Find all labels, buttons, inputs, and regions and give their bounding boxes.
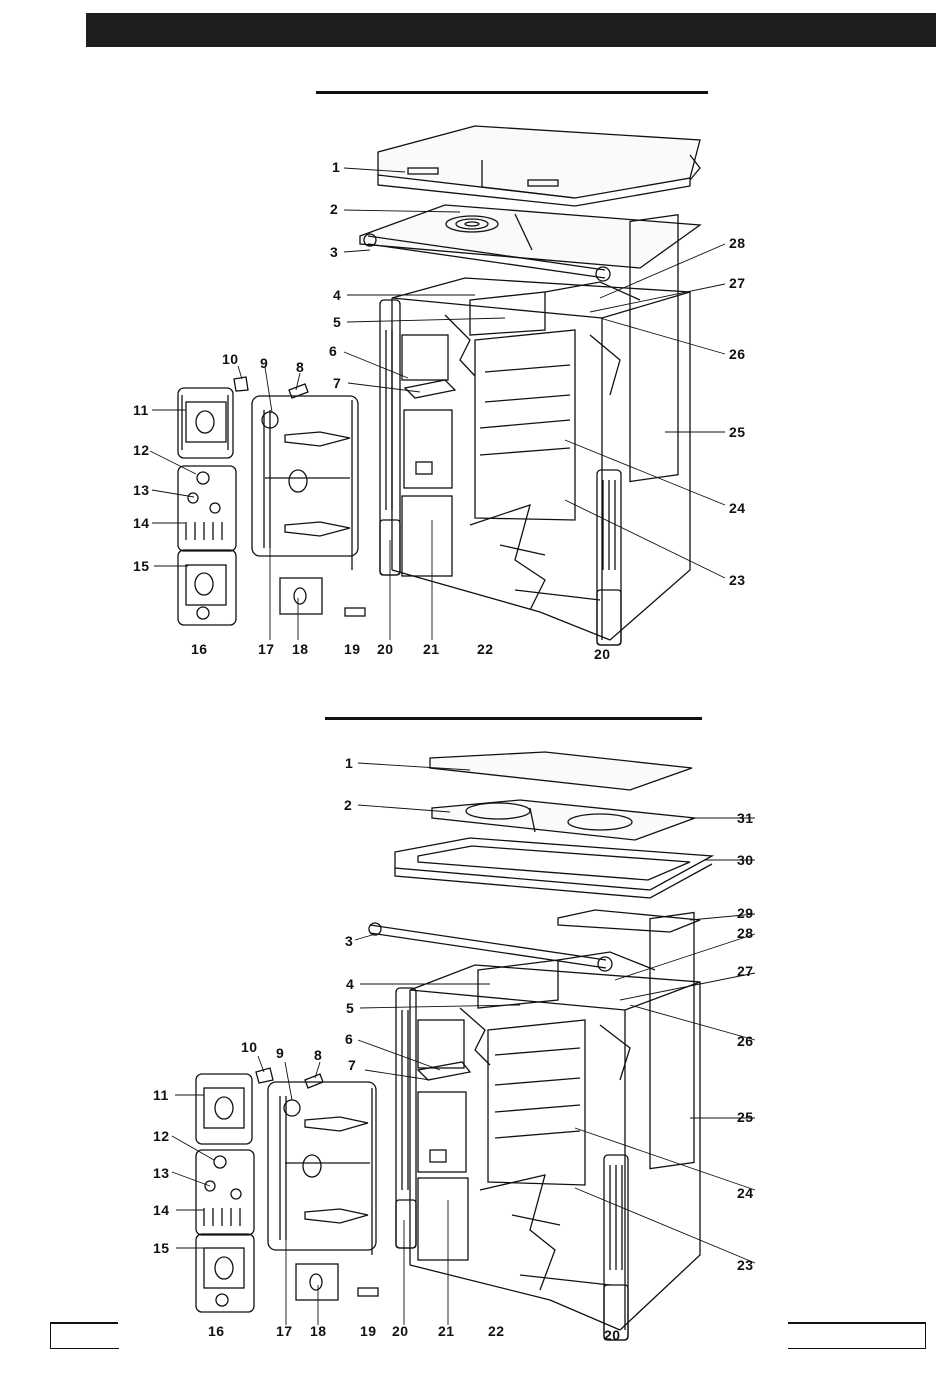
callout-label: 14	[133, 516, 150, 530]
plate-29	[558, 910, 700, 932]
callout-label: 21	[438, 1324, 455, 1338]
callout-label: 10	[222, 352, 239, 366]
callout-label: 19	[344, 642, 361, 656]
door-15-16	[178, 550, 236, 625]
door-11	[196, 1074, 252, 1144]
pillar-left	[380, 300, 400, 575]
pillar-right	[597, 470, 621, 645]
door-12-14	[196, 1150, 254, 1235]
callout-label: 7	[348, 1058, 356, 1072]
callout-label: 20	[392, 1324, 409, 1338]
header-bar	[86, 13, 936, 47]
callout-label: 28	[737, 926, 754, 940]
callout-label: 1	[332, 160, 340, 174]
callout-label: 4	[346, 977, 354, 991]
door-12-14	[178, 466, 236, 551]
callout-label: 16	[191, 642, 208, 656]
callout-label: 21	[423, 642, 440, 656]
callout-label: 15	[153, 1241, 170, 1255]
callout-label: 24	[729, 501, 746, 515]
callout-label: 14	[153, 1203, 170, 1217]
callout-label: 17	[276, 1324, 293, 1338]
callout-label: 26	[729, 347, 746, 361]
callout-label: 20	[604, 1328, 621, 1342]
callout-label: 17	[258, 642, 275, 656]
callout-label: 27	[729, 276, 746, 290]
badge-19	[358, 1288, 378, 1296]
callout-label: 20	[594, 647, 611, 661]
callout-label: 5	[333, 315, 341, 329]
callout-label: 1	[345, 756, 353, 770]
exploded-diagram-top	[0, 100, 950, 680]
callout-label: 26	[737, 1034, 754, 1048]
door-11	[178, 388, 233, 458]
callout-label: 2	[330, 202, 338, 216]
callout-label: 15	[133, 559, 150, 573]
callout-label: 22	[477, 642, 494, 656]
callout-label: 24	[737, 1186, 754, 1200]
callout-label: 13	[133, 483, 150, 497]
frame-30	[395, 838, 712, 898]
callout-label: 29	[737, 906, 754, 920]
callout-label: 11	[153, 1088, 169, 1102]
badge-19	[345, 608, 365, 616]
footer-frame-left	[50, 1322, 119, 1349]
towel-rail	[369, 923, 612, 971]
exploded-diagram-bottom	[0, 730, 950, 1350]
oven-door-17	[268, 1082, 376, 1255]
callout-label: 20	[377, 642, 394, 656]
hob-plate	[432, 800, 695, 840]
callout-label: 6	[345, 1032, 353, 1046]
callout-label: 10	[241, 1040, 258, 1054]
pillar-left	[396, 988, 416, 1248]
callout-label: 7	[333, 376, 341, 390]
stove-body	[410, 912, 700, 1330]
door-15-16	[196, 1234, 254, 1312]
oven-door-17	[252, 396, 358, 570]
ash-door-18	[296, 1264, 338, 1300]
callout-label: 23	[737, 1258, 754, 1272]
callout-label: 25	[737, 1110, 754, 1124]
cover-plate	[378, 126, 700, 206]
callout-label: 11	[133, 403, 149, 417]
callout-label: 8	[296, 360, 304, 374]
hob-plate	[360, 205, 700, 268]
callout-label: 30	[737, 853, 754, 867]
callout-label: 22	[488, 1324, 505, 1338]
callout-label: 5	[346, 1001, 354, 1015]
callout-label: 27	[737, 964, 754, 978]
callout-label: 2	[344, 798, 352, 812]
callout-label: 16	[208, 1324, 225, 1338]
callout-label: 8	[314, 1048, 322, 1062]
cover-plate	[430, 752, 692, 790]
callout-label: 12	[133, 443, 150, 457]
callout-label: 13	[153, 1166, 170, 1180]
section-rule-bottom	[325, 717, 702, 720]
callout-label: 23	[729, 573, 746, 587]
callout-label: 6	[329, 344, 337, 358]
callout-label: 9	[260, 356, 268, 370]
section-rule-top	[316, 91, 708, 94]
callout-label: 3	[345, 934, 353, 948]
callout-label: 19	[360, 1324, 377, 1338]
callout-label: 18	[310, 1324, 327, 1338]
knob-10	[234, 377, 248, 391]
callout-label: 9	[276, 1046, 284, 1060]
callout-label: 3	[330, 245, 338, 259]
knob-10	[256, 1068, 273, 1083]
ash-door-18	[280, 578, 322, 614]
callout-label: 12	[153, 1129, 170, 1143]
callout-label: 18	[292, 642, 309, 656]
callout-label: 28	[729, 236, 746, 250]
callout-label: 31	[737, 811, 754, 825]
callout-label: 25	[729, 425, 746, 439]
knob-8	[305, 1074, 323, 1088]
footer-frame-right	[788, 1322, 926, 1349]
callout-label: 4	[333, 288, 341, 302]
